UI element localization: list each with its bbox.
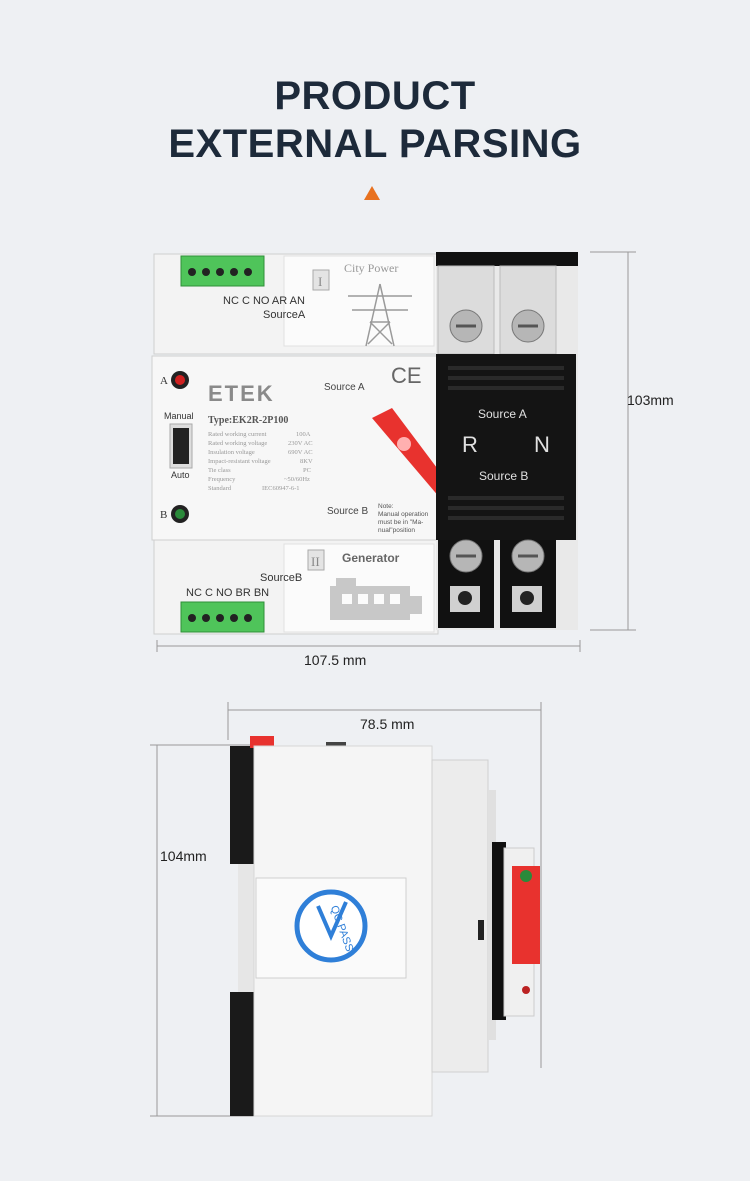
led-b-icon <box>175 509 185 519</box>
front-width-dimension: 107.5 mm <box>304 652 367 668</box>
side-height-dimension: 104mm <box>160 848 207 864</box>
svg-text:Frequency: Frequency <box>208 476 236 483</box>
bottom-source-label: SourceB <box>260 572 302 584</box>
qc-pass-icon <box>294 889 368 963</box>
roman-two-label: II <box>311 554 320 569</box>
svg-text:~50/60Hz: ~50/60Hz <box>284 476 310 483</box>
spec-table: Rated working current 100A Rated working … <box>208 431 313 492</box>
front-terminal-section <box>436 252 578 630</box>
accent-triangle-icon <box>364 186 380 200</box>
svg-text:PC: PC <box>303 467 311 474</box>
front-body <box>153 253 439 635</box>
mode-switch <box>173 428 189 464</box>
note-text: Note: Manual operation must be in "Ma- n… <box>378 503 429 534</box>
top-terminal-label: NC C NO AR AN <box>223 295 305 307</box>
svg-text:Rated working voltage: Rated working voltage <box>208 440 267 447</box>
side-body <box>230 736 540 1117</box>
led-b-label: B <box>160 509 167 521</box>
svg-text:Standard: Standard <box>208 485 232 492</box>
svg-text:Impact-resistant voltage: Impact-resistant voltage <box>208 458 271 465</box>
svg-text:100A: 100A <box>296 431 311 438</box>
svg-text:230V AC: 230V AC <box>288 440 313 447</box>
city-power-label: City Power <box>344 261 398 275</box>
black-cover <box>436 354 576 540</box>
roman-one-label: I <box>318 274 322 289</box>
side-depth-dimension: 78.5 mm <box>360 716 415 732</box>
svg-text:8KV: 8KV <box>300 458 313 465</box>
red-handle-icon <box>372 408 452 498</box>
side-handle <box>512 866 540 964</box>
svg-text:must be in "Ma-: must be in "Ma- <box>378 519 423 526</box>
cover-source-b-label: Source B <box>479 469 528 483</box>
power-tower-icon <box>348 283 412 347</box>
handle-source-b-label: Source B <box>327 506 368 517</box>
main-panel <box>151 355 439 541</box>
cover-r-label: R <box>462 432 478 457</box>
brand-logo: ETEK <box>208 381 275 406</box>
svg-text:IEC60947-6-1: IEC60947-6-1 <box>262 485 300 492</box>
front-height-dimension: 103mm <box>627 392 674 408</box>
generator-label: Generator <box>342 551 400 565</box>
mode-manual-label: Manual <box>164 411 194 421</box>
led-a-label: A <box>160 375 168 387</box>
front-dimension-lines <box>156 251 636 652</box>
led-a-icon <box>175 375 185 385</box>
handle-source-a-label: Source A <box>324 382 365 393</box>
mode-auto-label: Auto <box>171 470 190 480</box>
svg-text:690V AC: 690V AC <box>288 449 313 456</box>
bottom-terminal-label: NC C NO BR BN <box>186 587 269 599</box>
svg-text:nual"position: nual"position <box>378 527 415 534</box>
heading-line-2: EXTERNAL PARSING <box>168 122 582 166</box>
heading-line-1: PRODUCT <box>274 74 476 118</box>
svg-text:Manual operation: Manual operation <box>378 511 429 518</box>
svg-text:Note:: Note: <box>378 503 394 510</box>
type-label: Type:EK2R-2P100 <box>208 415 288 426</box>
cover-n-label: N <box>534 432 550 457</box>
cover-source-a-label: Source A <box>478 407 527 421</box>
ce-mark: CE <box>391 363 422 388</box>
svg-text:Tie class: Tie class <box>208 467 231 474</box>
svg-text:Insulation voltage: Insulation voltage <box>208 449 255 456</box>
top-source-label: SourceA <box>263 309 306 321</box>
svg-text:Rated working current: Rated working current <box>208 431 267 438</box>
